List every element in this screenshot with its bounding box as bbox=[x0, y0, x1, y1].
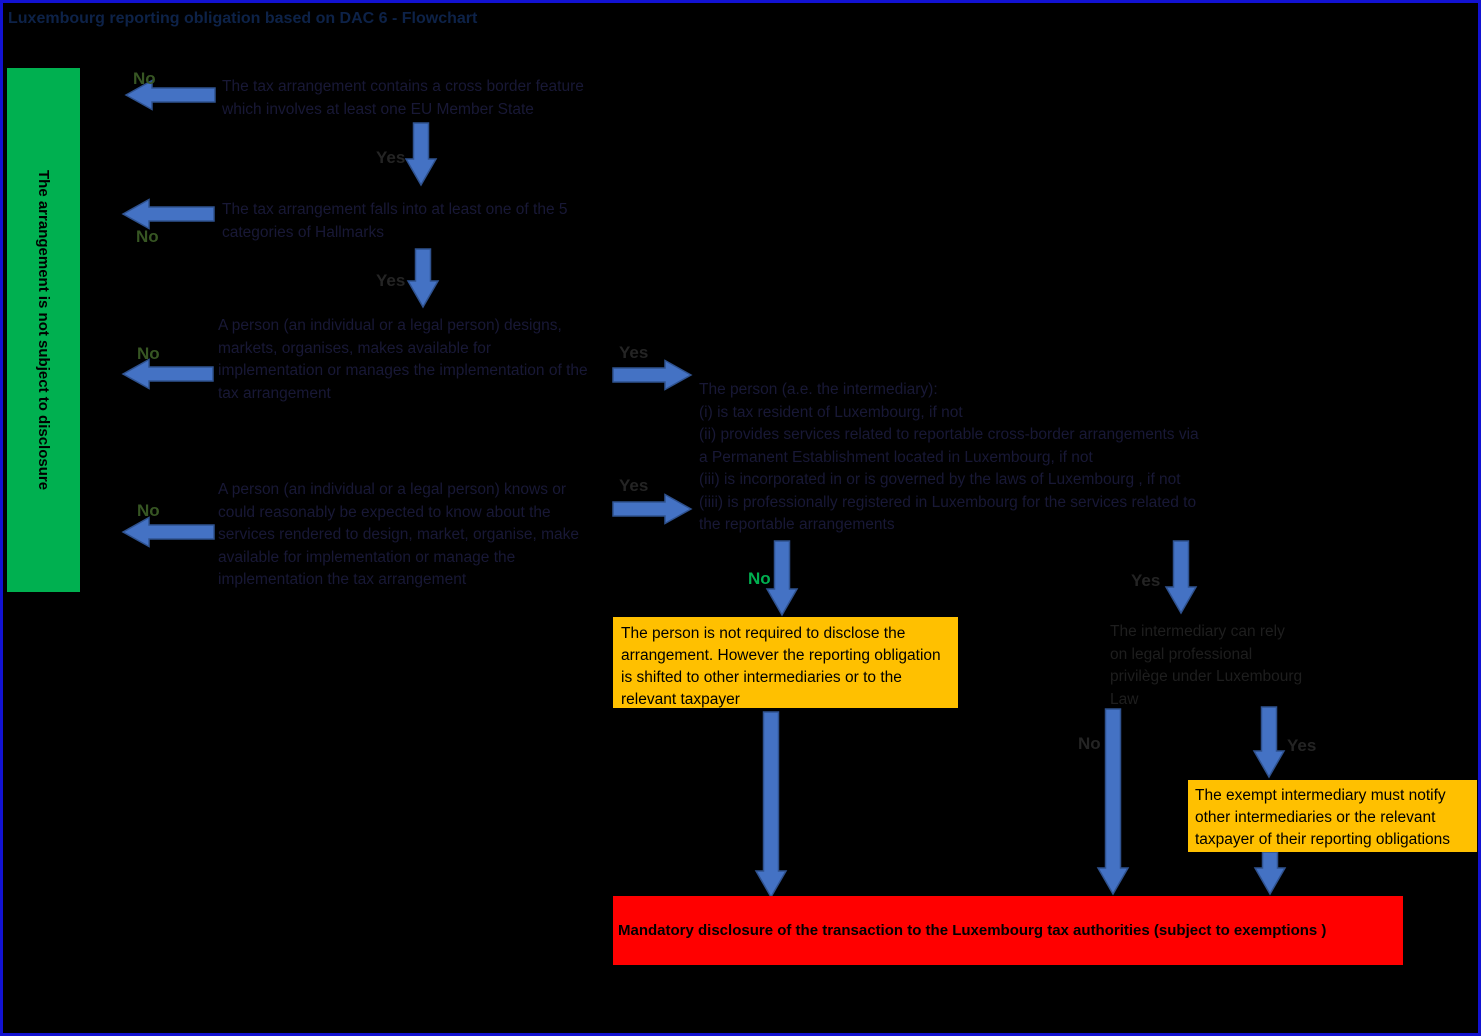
arrow-down-notrequired-to-mandatory-icon bbox=[754, 711, 788, 899]
privilege-yes-label: Yes bbox=[1287, 736, 1317, 755]
intermediary-criteria-text: The person (a.e. the intermediary): (i) … bbox=[699, 381, 1199, 533]
criteria-yes-label: Yes bbox=[1131, 571, 1161, 590]
mandatory-disclosure-box: Mandatory disclosure of the transaction … bbox=[613, 896, 1403, 965]
arrow-down-notify-to-mandatory-icon bbox=[1253, 851, 1287, 896]
not-subject-to-disclosure-label: The arrangement is not subject to disclo… bbox=[35, 169, 52, 491]
arrow-right-step3-yes-icon bbox=[612, 359, 693, 391]
step3-no-label: No bbox=[137, 344, 160, 363]
not-required-text: The person is not required to disclose t… bbox=[621, 625, 941, 708]
notify-box: The exempt intermediary must notify othe… bbox=[1188, 780, 1477, 852]
mandatory-disclosure-text: Mandatory disclosure of the transaction … bbox=[618, 922, 1327, 939]
step1-yes-label: Yes bbox=[376, 148, 406, 167]
criteria-no-label: No bbox=[748, 569, 771, 588]
privilege-text: The intermediary can rely on legal profe… bbox=[1110, 623, 1303, 708]
arrow-right-step4-yes-icon bbox=[612, 493, 693, 525]
not-required-box: The person is not required to disclose t… bbox=[613, 617, 958, 708]
step4-yes-label: Yes bbox=[619, 476, 649, 495]
step4-no-label: No bbox=[137, 501, 160, 520]
arrow-down-criteria-no-icon bbox=[765, 540, 799, 617]
step1-text: The tax arrangement contains a cross bor… bbox=[222, 78, 584, 118]
arrow-left-step2-no-icon bbox=[121, 198, 215, 230]
step2-yes-label: Yes bbox=[376, 271, 406, 290]
arrow-down-privilege-yes-to-notify-icon bbox=[1252, 706, 1286, 779]
arrow-left-step4-no-icon bbox=[121, 516, 215, 548]
arrow-down-criteria-yes-icon bbox=[1164, 540, 1198, 615]
arrow-down-step2-yes-icon bbox=[406, 248, 440, 309]
arrow-down-privilege-no-to-mandatory-icon bbox=[1096, 708, 1130, 896]
arrow-down-step1-yes-icon bbox=[404, 122, 438, 187]
step2-text: The tax arrangement falls into at least … bbox=[222, 201, 568, 241]
privilege-no-label: No bbox=[1078, 734, 1101, 753]
step4-text: A person (an individual or a legal perso… bbox=[218, 481, 579, 588]
step2-no-label: No bbox=[136, 227, 159, 246]
step3-text: A person (an individual or a legal perso… bbox=[218, 317, 588, 402]
step1-no-label: No bbox=[133, 69, 156, 88]
step3-yes-label: Yes bbox=[619, 343, 649, 362]
page-title: Luxembourg reporting obligation based on… bbox=[8, 10, 478, 27]
not-subject-to-disclosure-box: The arrangement is not subject to disclo… bbox=[7, 68, 80, 592]
notify-text: The exempt intermediary must notify othe… bbox=[1195, 787, 1451, 848]
